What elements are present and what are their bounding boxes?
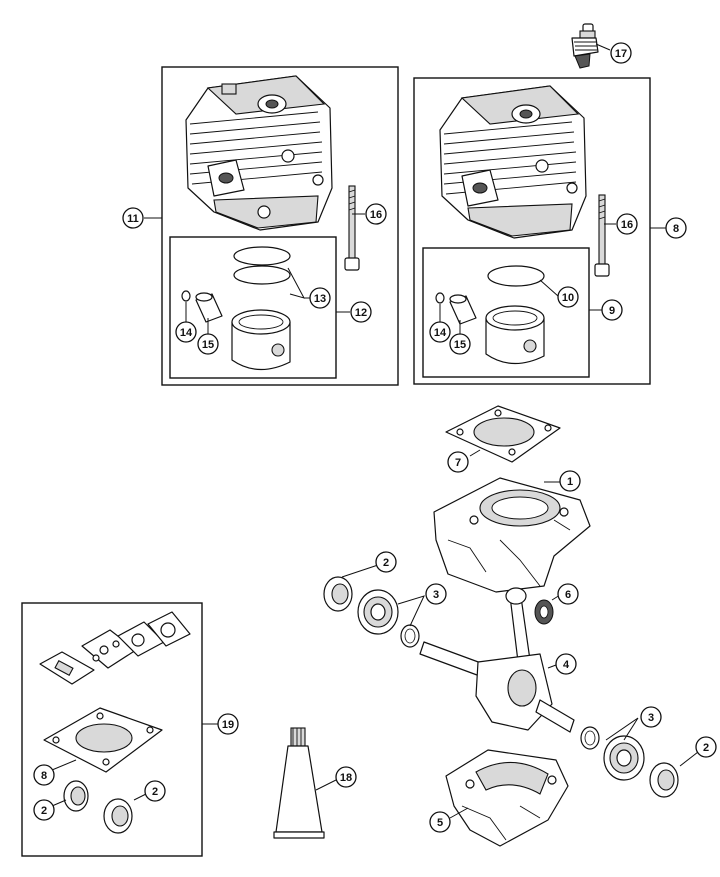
callout-10: 10 bbox=[557, 286, 579, 308]
svg-text:10: 10 bbox=[562, 292, 574, 304]
callout-4: 4 bbox=[555, 653, 577, 675]
callout-7: 7 bbox=[447, 451, 469, 473]
callout-9: 9 bbox=[601, 299, 623, 321]
cylinder-left bbox=[185, 75, 333, 231]
callout-6: 6 bbox=[557, 583, 579, 605]
callout-8-left: 8 bbox=[33, 764, 55, 786]
circlip-right bbox=[435, 292, 445, 304]
svg-text:13: 13 bbox=[314, 293, 326, 305]
svg-text:2: 2 bbox=[41, 805, 47, 817]
ball-bearing-upper bbox=[357, 589, 399, 635]
callout-13: 13 bbox=[309, 287, 331, 309]
cylinder-kit-box-right bbox=[413, 77, 651, 385]
crankcase bbox=[433, 477, 591, 593]
piston-rings-left bbox=[233, 246, 291, 285]
piston-kit-box-left bbox=[169, 236, 337, 379]
svg-text:6: 6 bbox=[565, 589, 571, 601]
piston-pin-right bbox=[449, 294, 477, 325]
gasket-set-box bbox=[21, 602, 203, 857]
svg-text:14: 14 bbox=[180, 327, 193, 339]
callout-12: 12 bbox=[350, 301, 372, 323]
callout-14-left: 14 bbox=[175, 321, 197, 343]
svg-text:2: 2 bbox=[703, 742, 709, 754]
cylinder-gasket bbox=[445, 405, 561, 463]
callout-2-upper: 2 bbox=[375, 551, 397, 573]
svg-text:4: 4 bbox=[563, 659, 570, 671]
svg-text:14: 14 bbox=[434, 327, 447, 339]
svg-text:17: 17 bbox=[615, 48, 627, 60]
callout-3-upper: 3 bbox=[425, 583, 447, 605]
svg-text:9: 9 bbox=[609, 305, 615, 317]
crankcase-lower-half bbox=[445, 749, 569, 847]
sealant-tube bbox=[273, 727, 325, 839]
callout-8-right: 8 bbox=[665, 217, 687, 239]
svg-text:5: 5 bbox=[437, 817, 443, 829]
svg-text:19: 19 bbox=[222, 719, 234, 731]
callout-1: 1 bbox=[559, 470, 581, 492]
svg-text:3: 3 bbox=[648, 712, 654, 724]
callout-5: 5 bbox=[429, 811, 451, 833]
callout-14-right: 14 bbox=[429, 321, 451, 343]
crankshaft bbox=[419, 587, 575, 733]
cylinder-right bbox=[439, 85, 587, 239]
svg-text:7: 7 bbox=[455, 457, 461, 469]
needle-bearing bbox=[534, 599, 554, 625]
svg-text:18: 18 bbox=[340, 772, 352, 784]
piston-pin-left bbox=[195, 292, 223, 323]
svg-text:16: 16 bbox=[370, 209, 382, 221]
piston-left bbox=[231, 309, 291, 371]
svg-text:11: 11 bbox=[127, 213, 139, 225]
oil-seal-upper bbox=[323, 576, 353, 612]
callout-16-right: 16 bbox=[616, 213, 638, 235]
cylinder-bolt-right bbox=[594, 194, 610, 277]
callout-3-lower: 3 bbox=[640, 706, 662, 728]
ball-bearing-lower bbox=[603, 735, 645, 781]
svg-text:15: 15 bbox=[454, 339, 466, 351]
callout-18: 18 bbox=[335, 766, 357, 788]
callout-2-set-left: 2 bbox=[33, 799, 55, 821]
leader-lines bbox=[51, 43, 699, 819]
cylinder-kit-box-left bbox=[161, 66, 399, 386]
svg-text:2: 2 bbox=[152, 786, 158, 798]
callout-11: 11 bbox=[122, 207, 144, 229]
callout-15-left: 15 bbox=[197, 333, 219, 355]
gasket-set-seal-left bbox=[63, 780, 89, 812]
gasket-set-contents bbox=[39, 611, 191, 773]
callout-2-lower-right: 2 bbox=[695, 736, 717, 758]
svg-text:8: 8 bbox=[41, 770, 47, 782]
svg-text:8: 8 bbox=[673, 223, 679, 235]
piston-kit-box-right bbox=[422, 247, 590, 378]
svg-text:12: 12 bbox=[355, 307, 367, 319]
callout-15-right: 15 bbox=[449, 333, 471, 355]
svg-text:3: 3 bbox=[433, 589, 439, 601]
svg-text:1: 1 bbox=[567, 476, 573, 488]
svg-text:16: 16 bbox=[621, 219, 633, 231]
piston-right bbox=[485, 305, 545, 365]
svg-text:15: 15 bbox=[202, 339, 214, 351]
oil-seal-lower bbox=[649, 762, 679, 798]
cylinder-bolt-left bbox=[344, 185, 360, 271]
callout-19: 19 bbox=[217, 713, 239, 735]
spark-plug bbox=[571, 23, 599, 69]
callout-17: 17 bbox=[610, 42, 632, 64]
callout-16-left: 16 bbox=[365, 203, 387, 225]
washer-lower bbox=[580, 726, 600, 750]
svg-text:2: 2 bbox=[383, 557, 389, 569]
callout-2-set-right: 2 bbox=[144, 780, 166, 802]
circlip-left bbox=[181, 290, 191, 302]
gasket-set-seal-right bbox=[103, 798, 133, 834]
